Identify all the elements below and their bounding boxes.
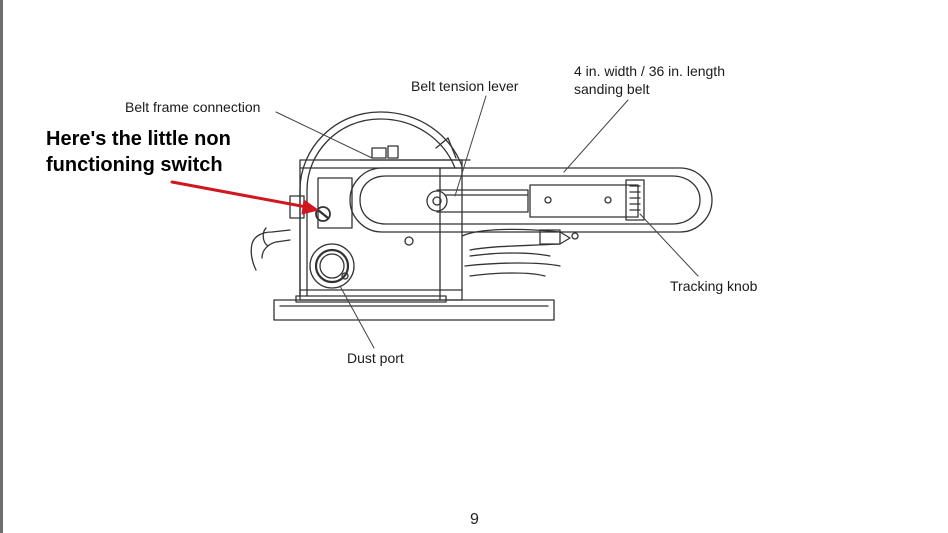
leader-lines bbox=[275, 95, 699, 349]
switch-knob bbox=[315, 206, 331, 222]
label-belt-frame-connection: Belt frame connection bbox=[125, 99, 261, 115]
side-handle bbox=[250, 227, 291, 271]
dust-port bbox=[309, 243, 355, 289]
leader-belt-frame-connection bbox=[275, 111, 373, 159]
leader-belt-tension-lever bbox=[454, 95, 487, 197]
annotation-line1: Here's the little non bbox=[46, 128, 231, 150]
label-dust-port: Dust port bbox=[347, 350, 404, 366]
belt-arm bbox=[349, 167, 713, 233]
motor-housing bbox=[289, 159, 463, 301]
tension-lever bbox=[426, 189, 529, 213]
leader-sanding-belt bbox=[563, 99, 629, 173]
leader-tracking-knob bbox=[639, 213, 699, 277]
annotation-text: Here's the little non functioning switch bbox=[46, 126, 231, 178]
leader-dust-port bbox=[339, 285, 375, 349]
label-sanding-belt-line2: sanding belt bbox=[574, 81, 650, 97]
page-edge bbox=[0, 0, 3, 533]
disc-guard bbox=[299, 111, 463, 297]
label-sanding-belt-line1: 4 in. width / 36 in. length bbox=[574, 63, 725, 79]
label-belt-tension-lever: Belt tension lever bbox=[411, 78, 519, 94]
base-plate bbox=[273, 295, 555, 321]
page-number: 9 bbox=[470, 511, 479, 528]
red-arrow bbox=[170, 180, 319, 215]
label-tracking-knob: Tracking knob bbox=[670, 278, 758, 294]
annotation-line2: functioning switch bbox=[46, 154, 223, 176]
rear-cable bbox=[461, 228, 579, 277]
